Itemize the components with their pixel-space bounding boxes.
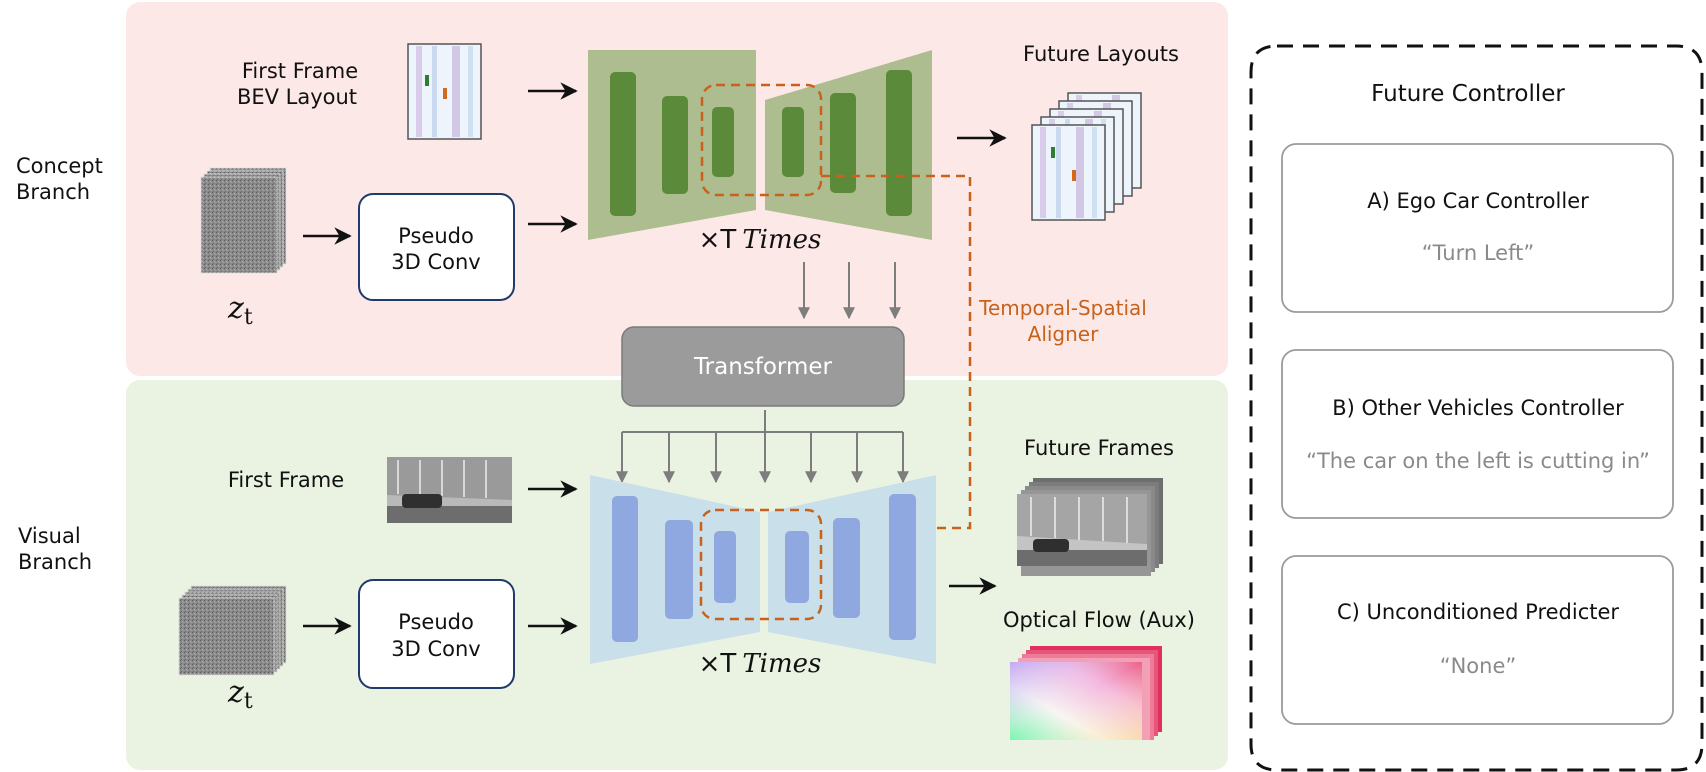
future-frames-label: Future Frames	[1024, 436, 1174, 460]
unet-block	[714, 531, 736, 603]
unet-block	[886, 70, 912, 216]
unconditioned-predicter-title: C) Unconditioned Predicter	[1337, 600, 1619, 624]
unet-block	[785, 531, 809, 603]
concept-branch-label-line1: Concept	[16, 154, 103, 178]
concept-first-frame-label-line1: First Frame	[242, 59, 358, 83]
unet-block	[662, 96, 688, 194]
transformer-block	[621, 326, 905, 407]
concept-unet	[588, 50, 932, 240]
unconditioned-predicter-quote: “None”	[1440, 654, 1517, 678]
concept-conv-label-line2: 3D Conv	[391, 250, 480, 274]
concept-conv-label-line1: Pseudo	[398, 224, 474, 248]
unet-block	[782, 107, 804, 177]
unet-block	[612, 496, 638, 642]
visual-conv-label-line1: Pseudo	[398, 610, 474, 634]
unet-block	[665, 520, 693, 619]
concept-bottleneck-highlight	[700, 83, 823, 197]
visual-unet	[590, 475, 936, 664]
future-layouts-stack	[1031, 92, 1142, 221]
aligner-label-line1: Temporal-Spatial	[978, 296, 1147, 320]
visual-pseudo-3d-conv-block	[358, 579, 515, 689]
ego-car-controller-quote: “Turn Left”	[1422, 241, 1534, 265]
transformer-to-visual-unet-arrows	[616, 410, 909, 484]
concept-noise-stack	[200, 167, 287, 274]
other-vehicles-controller-card[interactable]	[1281, 349, 1674, 519]
visual-branch-label-line2: Branch	[18, 550, 92, 574]
bev-layout-image	[407, 43, 482, 140]
visual-noise-stack	[178, 585, 287, 676]
future-controller-title: Future Controller	[1371, 81, 1565, 107]
visual-bottleneck-highlight	[699, 508, 823, 621]
ego-car-controller-card[interactable]	[1281, 143, 1674, 313]
optical-flow-stack	[1010, 646, 1162, 740]
visual-noise-symbol: zt	[227, 675, 253, 714]
optical-flow-label: Optical Flow (Aux)	[1003, 608, 1195, 632]
ego-car-controller-title: A) Ego Car Controller	[1367, 189, 1589, 213]
other-vehicles-controller-title: B) Other Vehicles Controller	[1332, 396, 1624, 420]
transformer-label: Transformer	[693, 354, 833, 380]
first-frame-image	[387, 457, 512, 523]
visual-branch-label-line1: Visual	[18, 524, 81, 548]
concept-noise-symbol: zt	[227, 291, 253, 330]
visual-conv-label-line2: 3D Conv	[391, 637, 480, 661]
concept-branch-label-line2: Branch	[16, 180, 90, 204]
future-frames-stack	[1017, 478, 1163, 576]
concept-pseudo-3d-conv-block	[358, 193, 515, 301]
future-layouts-label: Future Layouts	[1023, 42, 1179, 66]
concept-first-frame-label-line2: BEV Layout	[237, 85, 357, 109]
unet-block	[610, 72, 636, 216]
unet-block	[830, 93, 856, 193]
unet-block	[889, 494, 916, 640]
unet-block	[712, 107, 734, 177]
unet-block	[833, 518, 860, 618]
unconditioned-predicter-card[interactable]	[1281, 555, 1674, 725]
aligner-label-line2: Aligner	[1028, 322, 1099, 346]
other-vehicles-controller-quote: “The car on the left is cutting in”	[1306, 449, 1650, 473]
visual-first-frame-label: First Frame	[228, 468, 344, 492]
